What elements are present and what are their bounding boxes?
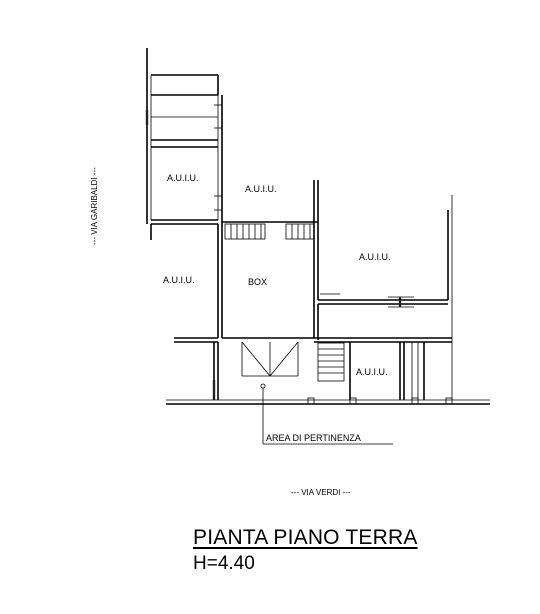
pertinenza-leader — [260, 383, 393, 445]
street-via-verdi: --- VIA VERDI --- — [291, 488, 351, 497]
stair-hatch-bottom — [317, 342, 345, 382]
street-via-garibaldi: --- VIA GARIBALDI --- — [90, 167, 99, 245]
right-room — [318, 195, 453, 400]
label-auiu-left: A.U.I.U. — [163, 275, 195, 285]
left-tower — [145, 48, 223, 225]
label-box: BOX — [248, 277, 267, 287]
mid-top-room — [221, 180, 319, 224]
box-room — [150, 224, 319, 343]
label-area-pertinenza: AREA DI PERTINENZA — [266, 433, 361, 443]
label-auiu-top-left: A.U.I.U. — [167, 173, 199, 183]
label-auiu-top-mid: A.U.I.U. — [245, 184, 277, 194]
plan-height: H=4.40 — [193, 553, 255, 574]
plan-title: PIANTA PIANO TERRA — [193, 526, 418, 549]
ground-line — [166, 397, 490, 405]
label-auiu-bottom-right: A.U.I.U. — [356, 367, 388, 377]
lower-section — [212, 304, 452, 400]
label-auiu-right: A.U.I.U. — [359, 252, 391, 262]
stair-hatch-top — [224, 223, 315, 240]
